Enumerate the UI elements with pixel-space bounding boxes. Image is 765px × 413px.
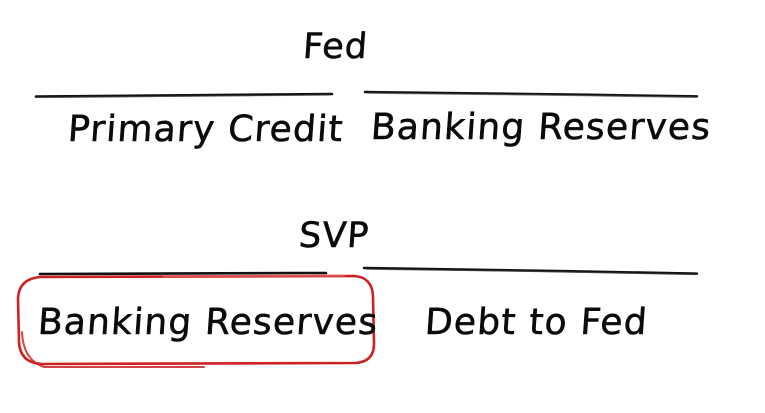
t-account-fed-liabilities-label: Banking Reserves bbox=[369, 107, 713, 149]
t-account-fed-assets-label: Primary Credit bbox=[66, 109, 346, 151]
t-account-title-fed: Fed bbox=[301, 27, 370, 68]
t-account-svp-liabilities-label: Debt to Fed bbox=[423, 302, 650, 344]
highlight-box-svp-banking-reserves[interactable] bbox=[14, 272, 384, 372]
t-account-title-svp: SVP bbox=[297, 216, 371, 257]
t-account-svp-assets-label: Banking Reserves bbox=[36, 302, 380, 344]
